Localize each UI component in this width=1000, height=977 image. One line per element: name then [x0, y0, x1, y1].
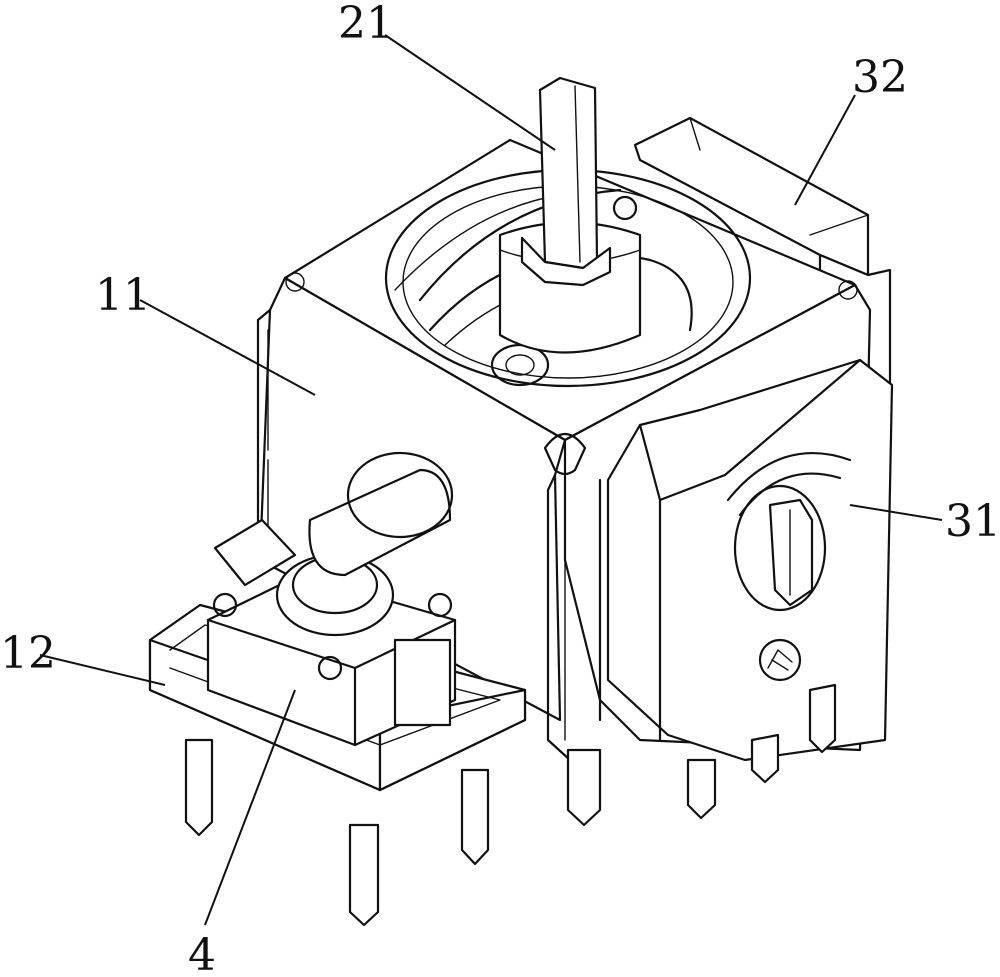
label-side-sensor-front: 31 — [945, 496, 1000, 547]
label-shaft: 21 — [338, 0, 394, 49]
front-sensor-housing — [606, 358, 894, 762]
label-housing: 11 — [95, 270, 151, 321]
lever-shaft — [520, 76, 612, 287]
label-push-switch: 4 — [188, 930, 216, 977]
terminal-pins — [184, 683, 837, 927]
label-switch-base: 12 — [0, 628, 56, 679]
label-side-sensor-top: 32 — [852, 52, 908, 103]
push-switch — [206, 451, 457, 747]
leader-lines — [39, 34, 943, 926]
